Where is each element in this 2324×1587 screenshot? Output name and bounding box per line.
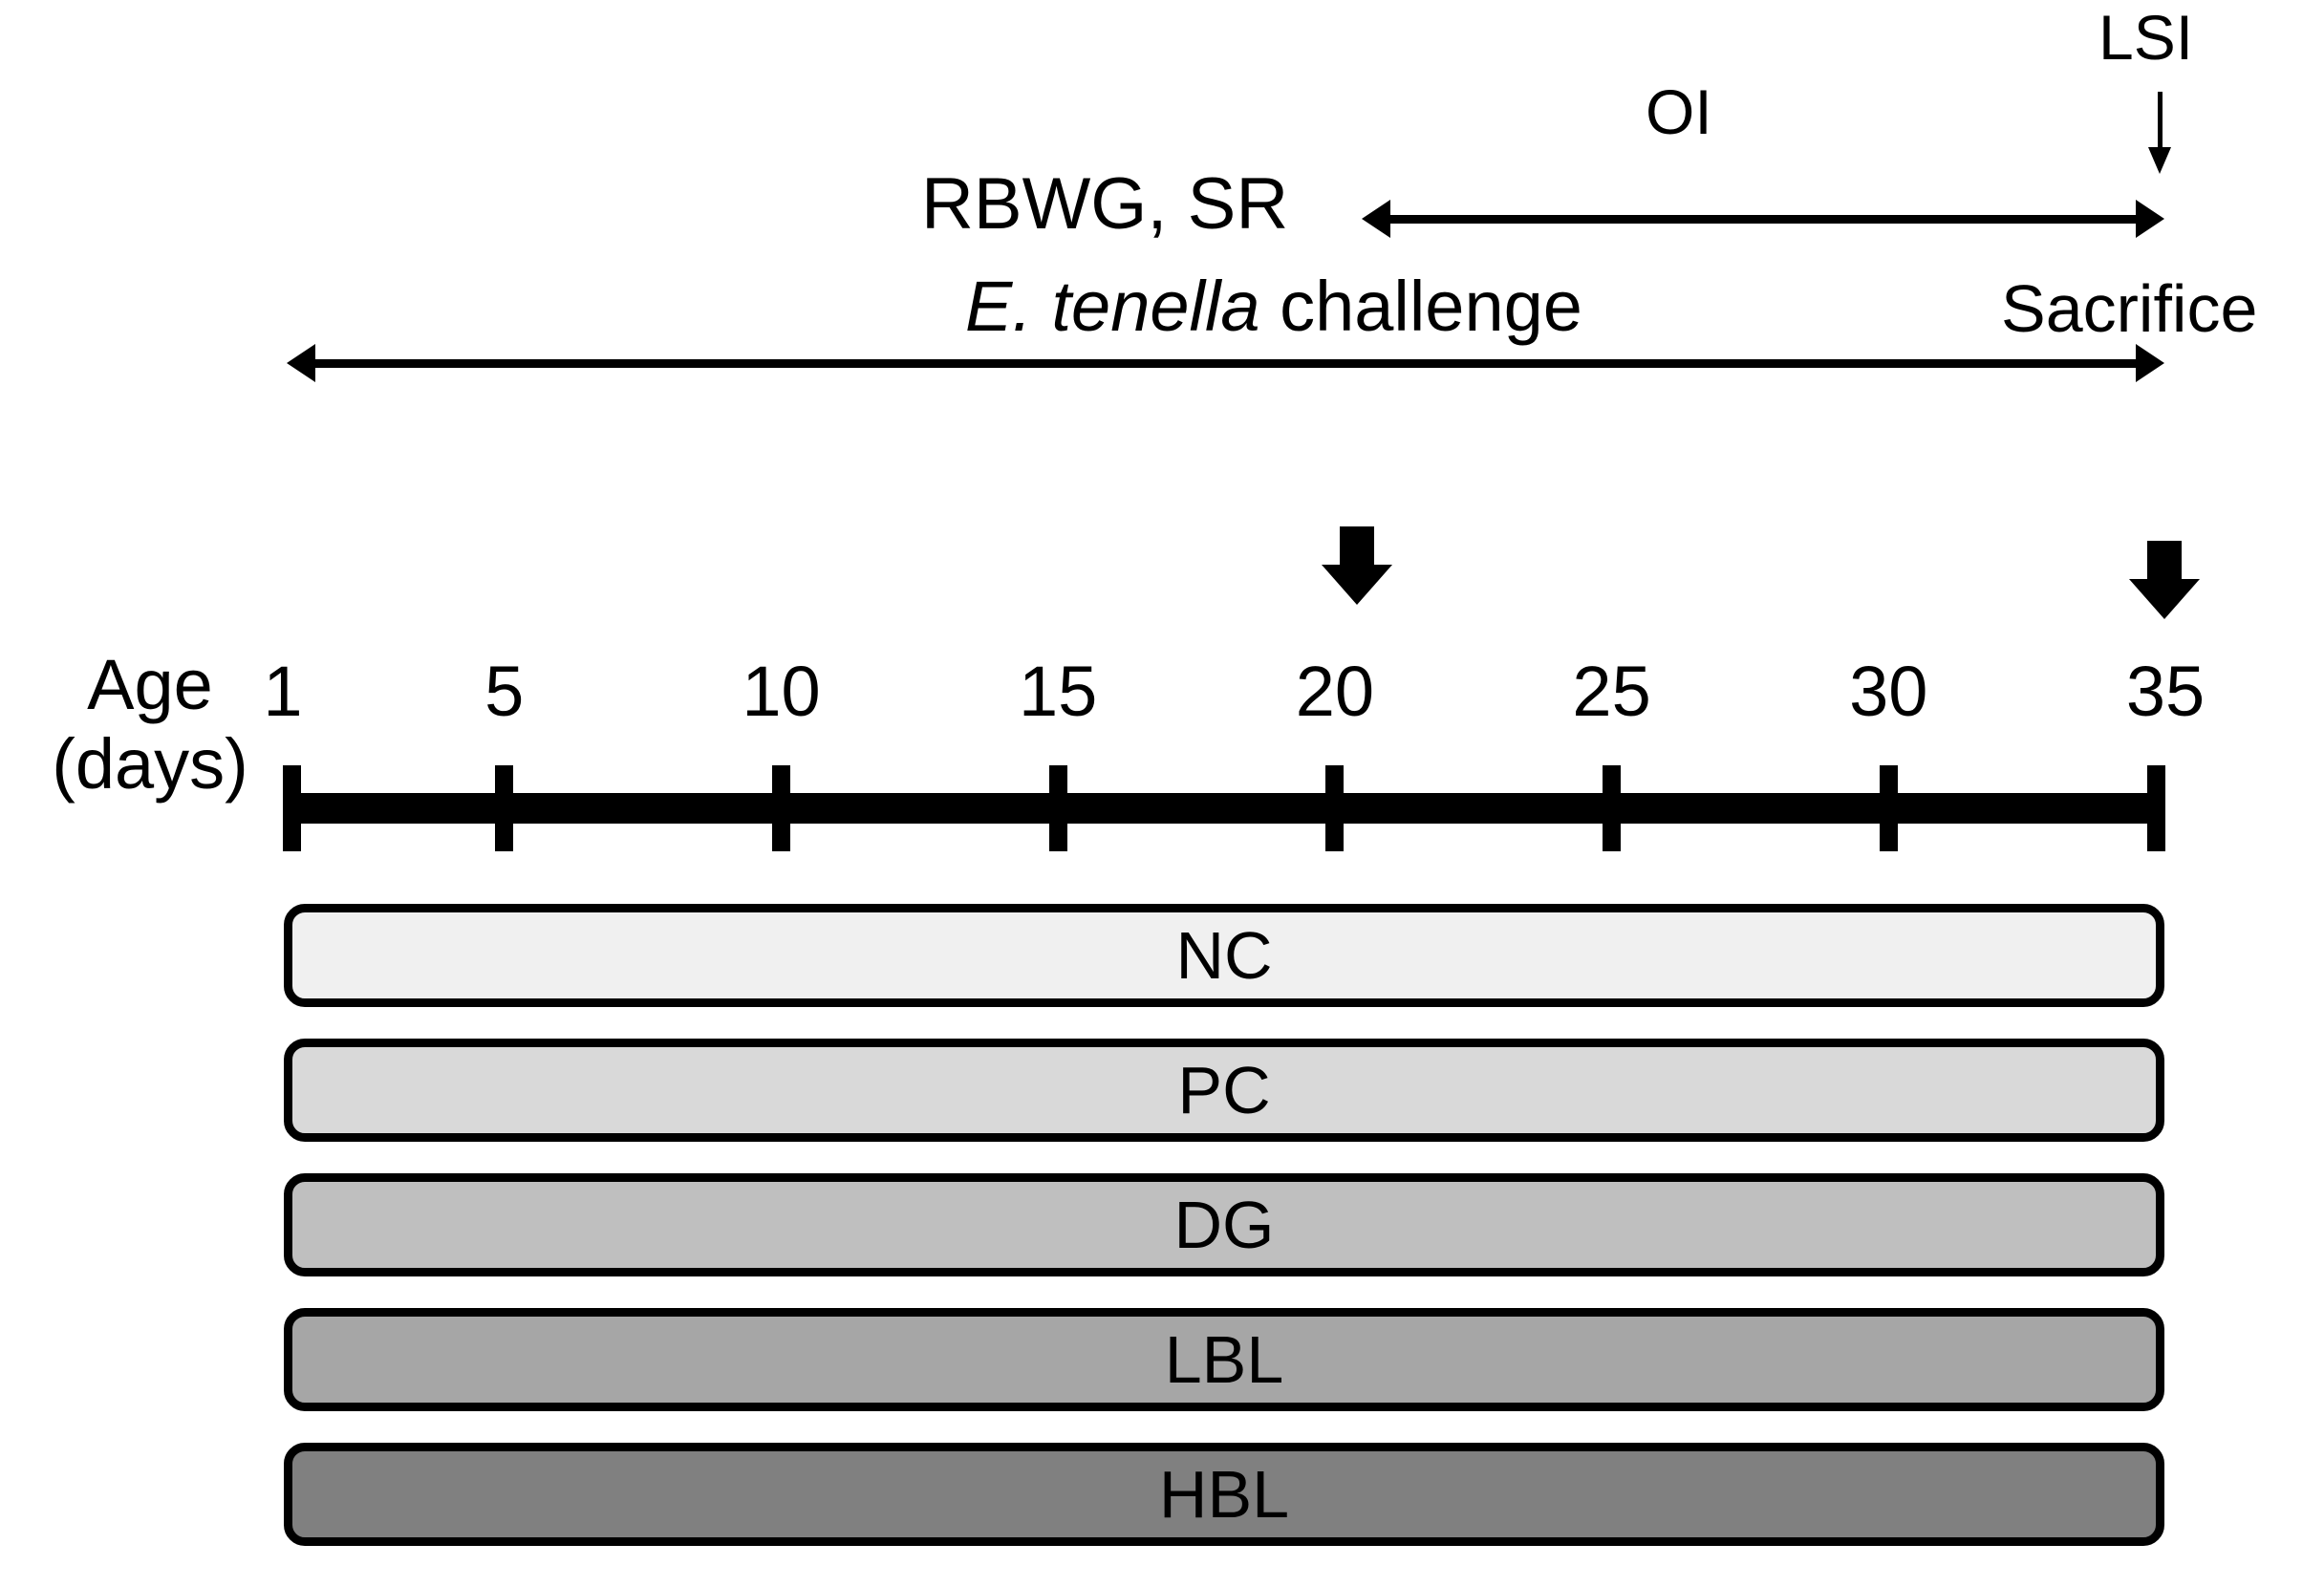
axis-title-line-2: (days) — [52, 723, 248, 804]
axis-tick-35 — [2147, 765, 2165, 851]
challenge-word: challenge — [1259, 267, 1582, 346]
axis-tick-label-15: 15 — [1019, 652, 1098, 731]
treatment-bar-label: LBL — [1164, 1322, 1284, 1397]
axis-tick-30 — [1879, 765, 1898, 851]
treatment-bar-lbl: LBL — [284, 1308, 2164, 1411]
axis-tick-label-30: 30 — [1849, 652, 1928, 731]
rbwg-arrow-head-right — [2136, 344, 2164, 382]
challenge-block-down-arrow-icon — [1322, 526, 1392, 605]
axis-tick-label-5: 5 — [484, 652, 525, 731]
axis-tick-label-35: 35 — [2125, 652, 2206, 731]
lsi-down-arrow-icon — [2148, 92, 2171, 174]
sacrifice-label: Sacrifice — [2001, 271, 2258, 346]
lsi-label: LSI — [2098, 2, 2194, 73]
challenge-species-name: E. tenella — [965, 267, 1260, 346]
sacrifice-arrow-tip — [2129, 579, 2200, 619]
axis-tick-15 — [1048, 765, 1067, 851]
rbwg-arrow-shaft — [308, 358, 2143, 368]
treatment-bar-label: HBL — [1158, 1457, 1290, 1532]
axis-tick-1 — [283, 765, 301, 851]
axis-tick-20 — [1325, 765, 1345, 851]
lsi-arrow-shaft — [2158, 92, 2163, 151]
axis-title-line-1: Age — [87, 645, 213, 724]
challenge-label: E. tenella challenge — [965, 271, 1582, 342]
axis-tick-5 — [495, 765, 514, 851]
axis-tick-label-20: 20 — [1295, 652, 1375, 731]
treatment-bar-label: NC — [1175, 918, 1273, 993]
axis-tick-25 — [1603, 765, 1622, 851]
treatment-bar-label: PC — [1177, 1053, 1271, 1127]
treatment-bar-hbl: HBL — [284, 1443, 2164, 1546]
axis-tick-label-1: 1 — [263, 652, 303, 731]
oi-label: OI — [1646, 76, 1712, 147]
treatment-bar-label: DG — [1173, 1188, 1275, 1262]
axis-line — [283, 793, 2165, 824]
rbwg-sr-label: RBWG, SR — [921, 163, 1289, 245]
rbwg-sr-double-headed-arrow-icon — [287, 344, 2164, 382]
challenge-arrow-tip — [1322, 565, 1392, 605]
treatment-bar-nc: NC — [284, 904, 2164, 1007]
oi-double-headed-arrow-icon — [1362, 200, 2164, 238]
oi-arrow-head-right — [2136, 200, 2164, 238]
axis-tick-label-10: 10 — [742, 652, 821, 731]
axis-title: Age (days) — [31, 645, 269, 804]
treatment-bar-dg: DG — [284, 1173, 2164, 1276]
lsi-arrow-head — [2148, 147, 2171, 174]
sacrifice-arrow-stem — [2147, 541, 2182, 581]
challenge-arrow-stem — [1340, 526, 1374, 567]
oi-arrow-shaft — [1383, 214, 2143, 224]
sacrifice-block-down-arrow-icon — [2129, 541, 2200, 619]
axis-tick-10 — [771, 765, 790, 851]
axis-tick-label-25: 25 — [1572, 652, 1651, 731]
treatment-bar-pc: PC — [284, 1039, 2164, 1142]
